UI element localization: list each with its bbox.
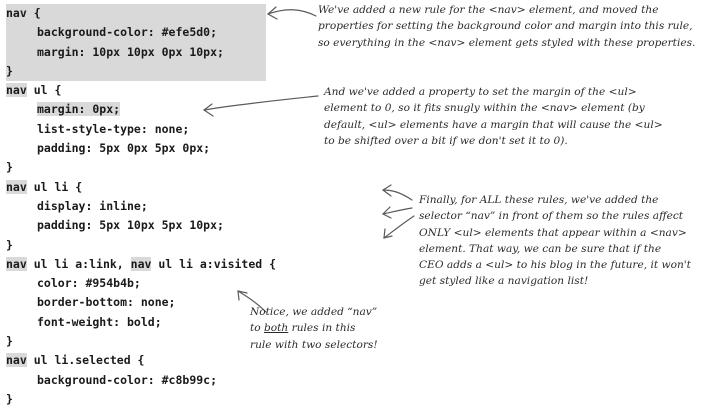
code-line: } [6,158,306,177]
code-line: padding: 5px 10px 5px 10px; [6,216,306,235]
arrow-to-margin-declaration [203,95,319,111]
arrowhead-icon [237,290,248,301]
arrowhead-icon [381,184,392,197]
code-line: } [6,332,306,351]
css-declaration: padding: 5px 0px 5px 0px; [37,141,211,156]
nav-prefix-highlight: nav [130,256,152,271]
code-line: list-style-type: none; [6,120,306,139]
css-selector: ul li a:link, [26,256,131,271]
closing-brace: } [6,334,13,349]
arrowhead-icon [381,206,392,219]
annotation-ul-margin: And we've added a property to set the ma… [324,86,663,147]
css-declaration: color: #954b4b; [37,276,141,291]
css-declaration: background-color: #c8b99c; [37,372,218,387]
closing-brace: } [6,237,13,252]
code-line: nav ul li { [6,178,306,197]
margin-declaration-highlight: margin: 0px; [37,102,121,117]
code-line: font-weight: bold; [6,313,306,332]
arrowhead-icon [202,103,214,117]
code-line: nav ul li.selected { [6,351,306,370]
nav-prefix-highlight: nav [6,83,27,98]
nav-prefix-highlight: nav [6,179,27,194]
annotation-new-nav-rule: We've added a new rule for the <nav> ele… [318,4,696,49]
css-declaration: font-weight: bold; [37,314,162,329]
css-declaration: margin: 10px 10px 0px 10px; [37,44,224,59]
css-code-listing: nav { background-color: #efe5d0; margin:… [6,4,306,409]
nav-selector: nav { [6,6,41,20]
code-line: margin: 0px; [6,100,306,119]
css-declaration: padding: 5px 10px 5px 10px; [37,218,224,233]
css-declaration: list-style-type: none; [37,121,190,136]
arrow-to-nav-prefixes-2 [382,207,413,215]
arrowhead-icon [266,6,278,20]
closing-brace: } [6,63,13,78]
arrowhead-icon [383,228,393,239]
css-declaration: display: inline; [37,198,148,213]
code-line: background-color: #efe5d0; [6,23,306,42]
code-line: nav ul { [6,81,306,100]
closing-brace: } [6,160,13,175]
annotation-nav-selector-prefix: Finally, for ALL these rules, we've adde… [419,194,691,288]
css-declaration: border-bottom: none; [37,295,176,310]
closing-brace: } [6,391,13,406]
code-line: display: inline; [6,197,306,216]
annotation-two-selectors: Notice, we added “nav” to both rules in … [250,306,378,351]
code-line: color: #954b4b; [6,274,306,293]
code-line: padding: 5px 0px 5px 0px; [6,139,306,158]
code-line: nav ul li a:link, nav ul li a:visited { [6,255,306,274]
nav-rule-highlight [6,4,266,81]
arrow-to-nav-prefixes-1 [382,189,413,201]
code-line: background-color: #c8b99c; [6,371,306,390]
nav-prefix-highlight: nav [6,256,27,271]
code-line: } [6,62,306,81]
code-line: border-bottom: none; [6,293,306,312]
css-selector: ul li { [26,179,83,194]
nav-prefix-highlight: nav [6,353,27,368]
code-line: } [6,390,306,409]
css-selector: ul li.selected { [26,353,145,368]
css-selector: ul { [26,83,62,98]
code-line: margin: 10px 10px 0px 10px; [6,43,306,62]
css-declaration: background-color: #efe5d0; [37,25,218,40]
arrow-to-nav-prefixes-3 [383,215,415,239]
code-line: nav { [6,4,306,23]
code-line: } [6,236,306,255]
arrow-to-nav-rule [267,9,317,17]
css-selector: ul li a:visited { [151,256,277,271]
arrow-to-two-selectors [237,290,267,313]
